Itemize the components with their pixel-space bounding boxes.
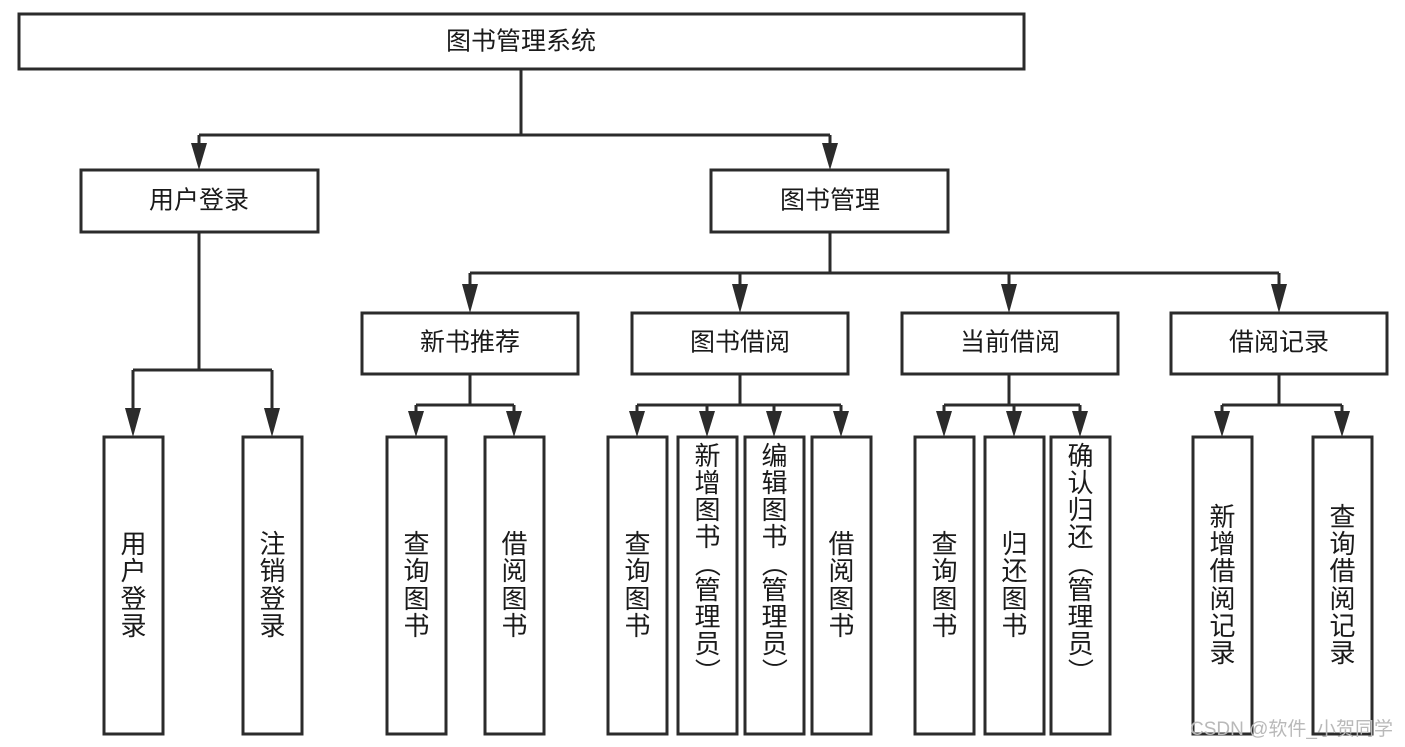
- connector-bookborrow-to-leaves: [629, 375, 849, 437]
- leaf-box-borrow-book-newbook[interactable]: [483, 435, 546, 736]
- connector-root-to-level2: [191, 69, 838, 170]
- arrow-head-leaf-r2: [1334, 411, 1350, 437]
- node-user-login-box: [79, 168, 320, 234]
- leaf-box-add-borrow-record[interactable]: [1191, 435, 1254, 736]
- node-book-borrow-box: [630, 311, 850, 376]
- leaf-box-add-book-admin[interactable]: [676, 435, 739, 736]
- arrow-head-book-borrow: [732, 284, 748, 313]
- node-root-book-management-system[interactable]: 图书管理系统: [17, 12, 1026, 71]
- node-borrow-record-label: 借阅记录: [1229, 329, 1329, 357]
- leaf-box-query-book-borrow[interactable]: [606, 435, 669, 736]
- connector-currentborrow-to-leaves: [936, 375, 1088, 437]
- arrow-head-borrow-record: [1271, 284, 1287, 313]
- node-new-book-recommend-box: [360, 311, 580, 376]
- node-borrow-record-box: [1169, 311, 1389, 376]
- leaf-box-borrow-book[interactable]: [810, 435, 873, 736]
- arrow-head-leaf-b1: [629, 411, 645, 437]
- connector-userlogin-to-leaves: [125, 233, 280, 437]
- node-book-borrow-label: 图书借阅: [690, 329, 790, 357]
- arrow-head-leaf-u2: [264, 408, 280, 437]
- arrow-head-leaf-b3: [766, 411, 782, 437]
- leaf-box-user-login[interactable]: [102, 435, 165, 736]
- node-root-box: [17, 12, 1026, 71]
- node-book-management-label: 图书管理: [780, 187, 880, 215]
- node-current-borrow-label: 当前借阅: [960, 329, 1060, 357]
- connector-borrowrecord-to-leaves: [1214, 375, 1350, 437]
- arrow-head-leaf-u1: [125, 408, 141, 437]
- arrow-head-user-login: [191, 143, 207, 170]
- leaf-box-query-book-current[interactable]: [913, 435, 976, 736]
- node-root-label: 图书管理系统: [446, 28, 596, 56]
- connector-bookmanage-to-level3: [462, 233, 1287, 313]
- arrow-head-leaf-b4: [833, 411, 849, 437]
- leaf-box-logout[interactable]: [241, 435, 304, 736]
- arrow-head-leaf-c3: [1072, 411, 1088, 437]
- node-book-borrow[interactable]: 图书借阅: [630, 311, 850, 376]
- arrow-head-leaf-n2: [506, 411, 522, 437]
- node-user-login[interactable]: 用户登录: [79, 168, 320, 234]
- leaf-box-query-borrow-record[interactable]: [1311, 435, 1374, 736]
- node-user-login-label: 用户登录: [149, 187, 249, 215]
- node-book-management[interactable]: 图书管理: [709, 168, 950, 234]
- node-new-book-recommend-label: 新书推荐: [420, 329, 520, 357]
- node-borrow-record[interactable]: 借阅记录: [1169, 311, 1389, 376]
- connector-newbook-to-leaves: [408, 375, 522, 437]
- leaf-box-edit-book-admin[interactable]: [743, 435, 806, 736]
- leaf-box-return-book[interactable]: [983, 435, 1046, 736]
- arrow-head-leaf-c1: [936, 411, 952, 437]
- node-new-book-recommend[interactable]: 新书推荐: [360, 311, 580, 376]
- arrow-head-leaf-b2: [699, 411, 715, 437]
- arrow-head-leaf-r1: [1214, 411, 1230, 437]
- node-current-borrow-box: [900, 311, 1120, 376]
- node-current-borrow[interactable]: 当前借阅: [900, 311, 1120, 376]
- arrow-head-new-book: [462, 284, 478, 313]
- arrow-head-book-manage: [822, 143, 838, 170]
- node-book-management-box: [709, 168, 950, 234]
- leaf-box-query-book-newbook[interactable]: [385, 435, 448, 736]
- arrow-head-leaf-c2: [1006, 411, 1022, 437]
- arrow-head-current-borrow: [1001, 284, 1017, 313]
- arrow-head-leaf-n1: [408, 411, 424, 437]
- leaf-box-confirm-return-admin[interactable]: [1049, 435, 1112, 736]
